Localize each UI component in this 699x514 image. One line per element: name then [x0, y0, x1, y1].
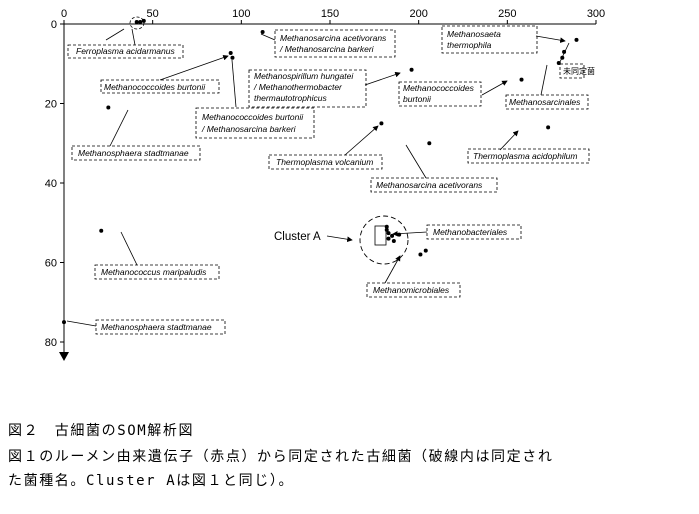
label-mhungatei-line3: thermautotrophicus: [254, 93, 328, 103]
y-tick-label: 0: [51, 19, 57, 31]
x-tick-label: 100: [232, 8, 250, 20]
data-point: [384, 224, 389, 229]
data-points: [62, 18, 579, 325]
data-point: [418, 252, 423, 257]
y-tick-label: 20: [45, 99, 57, 111]
label-mmaripaludis: Methanococcus maripaludis: [101, 267, 207, 277]
label-boxes: [67, 25, 590, 335]
label-msaeta-line1: Methanosaeta: [447, 29, 501, 39]
label-mburtonii-barkeri-line2: / Methanosarcina barkeri: [201, 124, 297, 134]
label-mhungatei: Methanospirillum hungatei / Methanotherm…: [253, 71, 356, 103]
y-tick-label: 60: [45, 258, 57, 270]
som-scatter-chart: 0 50 100 150 200 250 300 0 20 40 60 80: [45, 8, 605, 361]
x-tick-label: 150: [321, 8, 339, 20]
data-point: [546, 125, 551, 130]
data-point: [386, 236, 391, 241]
label-mburtonii-2-line2: burtonii: [403, 94, 432, 104]
label-tacidophilum: Thermoplasma acidophilum: [473, 151, 577, 161]
x-tick-label: 0: [61, 8, 67, 20]
label-mburtonii-1: Methanococcoides burtonii: [104, 82, 206, 92]
label-mburtonii-barkeri: Methanococcoides burtonii / Methanosarci…: [201, 112, 306, 134]
data-point: [141, 18, 146, 23]
data-point: [390, 233, 395, 238]
data-point: [134, 20, 139, 25]
label-mburtonii-barkeri-line1: Methanococcoides burtonii: [202, 112, 304, 122]
data-point: [228, 51, 233, 56]
label-mburtonii-2: Methanococcoides burtonii: [403, 83, 476, 104]
data-point: [260, 29, 265, 34]
data-point: [62, 320, 66, 325]
figure-caption-line2: た菌種名。Cluster Aは図１と同じ）。: [8, 473, 295, 489]
data-point: [379, 121, 384, 126]
y-tick-label: 80: [45, 337, 57, 349]
data-point: [230, 55, 235, 60]
label-mhungatei-line2: / Methanothermobacter: [253, 82, 343, 92]
data-point: [427, 141, 432, 146]
data-point: [560, 55, 565, 60]
label-mmicrobiales: Methanomicrobiales: [373, 285, 450, 295]
data-point: [409, 67, 414, 72]
ferroplasma-highlight-circle: [129, 16, 145, 30]
label-mbacteriales: Methanobacteriales: [433, 227, 508, 237]
data-point: [556, 60, 561, 65]
label-msaeta: Methanosaeta thermophila: [447, 29, 503, 50]
data-point: [138, 20, 143, 25]
label-mburtonii-2-line1: Methanococcoides: [403, 83, 475, 93]
data-point: [386, 231, 391, 236]
label-macetivorans-barkeri-line1: Methanosarcina acetivorans: [280, 33, 387, 43]
data-point: [423, 248, 428, 253]
x-tick-label: 300: [587, 8, 605, 20]
label-unidentified: 未同定菌: [563, 66, 595, 76]
label-macetivorans-barkeri-line2: / Methanosarcina barkeri: [279, 44, 375, 54]
data-point: [574, 37, 579, 42]
label-mstadtmanae-2: Methanosphaera stadtmanae: [101, 322, 212, 332]
cluster-a-circle: [359, 215, 409, 265]
label-tvolcanium: Thermoplasma volcanium: [276, 157, 373, 167]
figure-caption-line1: 図１のルーメン由来遺伝子（赤点）から同定された古細菌（破線内は同定され: [8, 449, 554, 465]
label-msaeta-line2: thermophila: [447, 40, 492, 50]
data-point: [519, 77, 524, 82]
y-tick-label: 40: [45, 178, 57, 190]
data-point: [397, 232, 402, 237]
label-macetivorans-barkeri: Methanosarcina acetivorans / Methanosarc…: [279, 33, 389, 54]
data-point: [562, 49, 567, 54]
label-cluster-a: Cluster A: [274, 231, 321, 243]
cluster-a-inner-box: [374, 225, 387, 246]
label-macetivorans: Methanosarcina acetivorans: [376, 180, 483, 190]
label-ferroplasma: Ferroplasma acidarmanus: [76, 46, 175, 56]
x-tick-label: 250: [498, 8, 516, 20]
x-tick-label: 200: [409, 8, 427, 20]
x-tick-label: 50: [147, 8, 159, 20]
leader-lines: [66, 28, 570, 327]
data-point: [384, 227, 389, 232]
data-point: [391, 239, 396, 244]
y-axis-arrow-icon: [59, 352, 69, 361]
label-msarcinales: Methanosarcinales: [509, 97, 581, 107]
label-mstadtmanae-1: Methanosphaera stadtmanae: [78, 148, 189, 158]
data-point: [99, 228, 104, 233]
data-point: [106, 105, 111, 110]
label-mhungatei-line1: Methanospirillum hungatei: [254, 71, 354, 81]
figure-caption-title: 図２ 古細菌のSOM解析図: [8, 423, 195, 439]
